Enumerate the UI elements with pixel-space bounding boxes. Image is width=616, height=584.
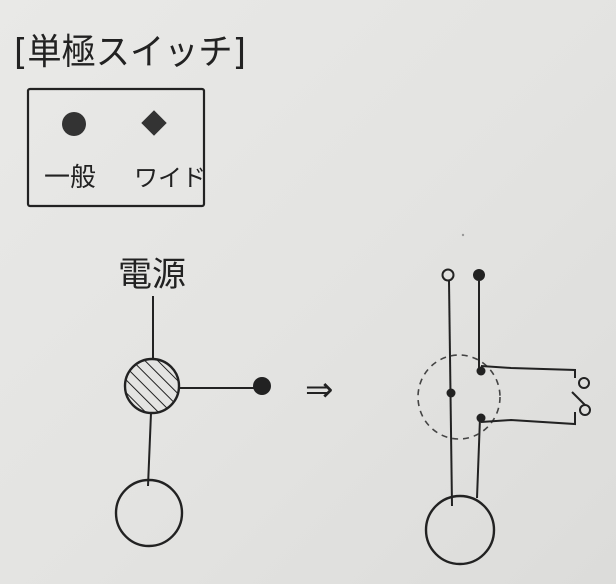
lamp-circle-icon: [114, 478, 184, 548]
wiring-diagram: [417, 268, 591, 566]
general-switch-dot-icon: [62, 112, 86, 136]
terminal-filled-icon: [473, 269, 485, 281]
legend-frame: [26, 87, 206, 208]
legend-item-general: 一般: [44, 112, 96, 193]
terminal-open-icon: [441, 268, 455, 282]
splice-dot-left: [446, 388, 456, 398]
junction-box-dashed-outline: [417, 354, 501, 440]
wire-right-lower: [476, 417, 481, 499]
switch-wire-lower: [480, 412, 576, 426]
legend-box: 一般 ワイド: [26, 87, 206, 208]
switch-contact-lower-icon: [579, 404, 591, 416]
legend-item-wide: ワイド: [134, 110, 206, 192]
diagram-title: [単極スイッチ]: [14, 32, 246, 73]
switch-dot-icon: [253, 377, 271, 395]
hatched-junction-box-icon: [123, 357, 181, 415]
conversion-arrow: ⇒: [305, 370, 334, 410]
switch-contact-upper-icon: [578, 377, 590, 389]
legend-label-general: 一般: [44, 163, 96, 193]
lamp-line: [147, 412, 152, 487]
splice-dot-upper: [476, 366, 486, 376]
switch-blade-icon: [571, 391, 586, 406]
power-source-label: 電源: [118, 255, 186, 295]
wide-switch-diamond-icon: [141, 110, 167, 136]
switch-wire-upper: [480, 365, 576, 378]
single-line-diagram: 電源: [114, 255, 271, 548]
lamp-circle-right-icon: [424, 494, 496, 566]
legend-label-wide: ワイド: [134, 164, 206, 192]
splice-dot-lower: [476, 413, 486, 423]
paper-speck: [461, 233, 465, 237]
